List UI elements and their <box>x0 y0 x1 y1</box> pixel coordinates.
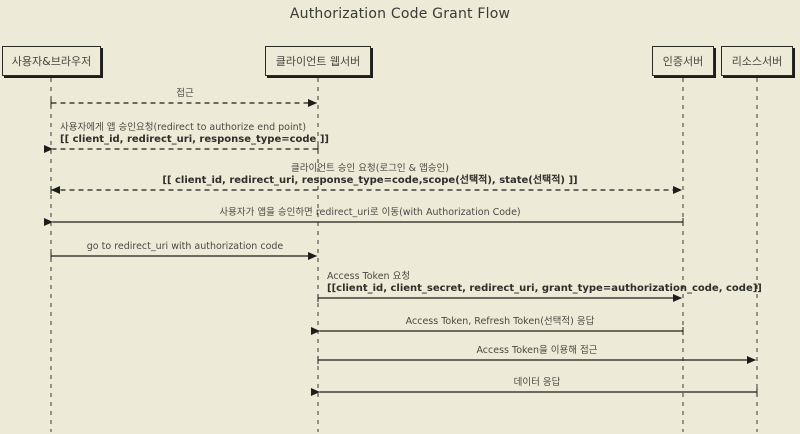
message-label-1: 접근 <box>176 88 193 100</box>
message-label-line: Access Token을 이용해 접근 <box>476 345 598 356</box>
participant-label: 사용자&브라우저 <box>11 55 92 68</box>
message-label-line: [[ client_id, redirect_uri, response_typ… <box>60 134 329 145</box>
participant-box-client[interactable]: 클라이언트 웹서버 <box>265 46 371 76</box>
participant-label: 인증서버 <box>662 55 704 68</box>
message-label-5: go to redirect_uri with authorization co… <box>87 241 284 253</box>
participant-label: 클라이언트 웹서버 <box>275 55 361 68</box>
participant-label: 리소스서버 <box>731 55 783 68</box>
message-label-line: 접근 <box>176 88 194 99</box>
participant-box-auth[interactable]: 인증서버 <box>652 46 714 76</box>
message-label-6: Access Token 요청[[client_id, client_secre… <box>327 271 762 295</box>
page-title: Authorization Code Grant Flow <box>289 6 511 22</box>
message-label-line: 클라이언트 승인 요청(로그인 & 앱승인) <box>290 163 449 174</box>
message-label-line: Access Token, Refresh Token(선택적) 응답 <box>405 316 595 327</box>
message-label-line: go to redirect_uri with authorization co… <box>86 241 284 252</box>
message-label-line: 사용자가 앱을 승인하면 redirect_uri로 이동(with Autho… <box>219 207 521 218</box>
message-label-line: 사용자에게 앱 승인요청(redirect to authorize end p… <box>60 122 307 133</box>
message-label-2: 사용자에게 앱 승인요청(redirect to authorize end p… <box>60 122 329 146</box>
message-arrows-group <box>44 99 758 396</box>
message-label-line: 데이터 응답 <box>513 377 561 388</box>
message-label-line: [[ client_id, redirect_uri, response_typ… <box>162 175 578 186</box>
message-label-4: 사용자가 앱을 승인하면 redirect_uri로 이동(with Autho… <box>219 207 520 219</box>
message-label-line: Access Token 요청 <box>327 271 411 282</box>
message-label-9: 데이터 응답 <box>514 377 561 389</box>
message-label-7: Access Token, Refresh Token(선택적) 응답 <box>406 316 595 328</box>
message-label-8: Access Token을 이용해 접근 <box>476 345 597 357</box>
message-label-line: [[client_id, client_secret, redirect_uri… <box>327 283 762 294</box>
message-label-3: 클라이언트 승인 요청(로그인 & 앱승인)[[ client_id, redi… <box>162 163 577 187</box>
participant-box-resource[interactable]: 리소스서버 <box>721 46 793 76</box>
participant-box-user[interactable]: 사용자&브라우저 <box>2 46 101 76</box>
